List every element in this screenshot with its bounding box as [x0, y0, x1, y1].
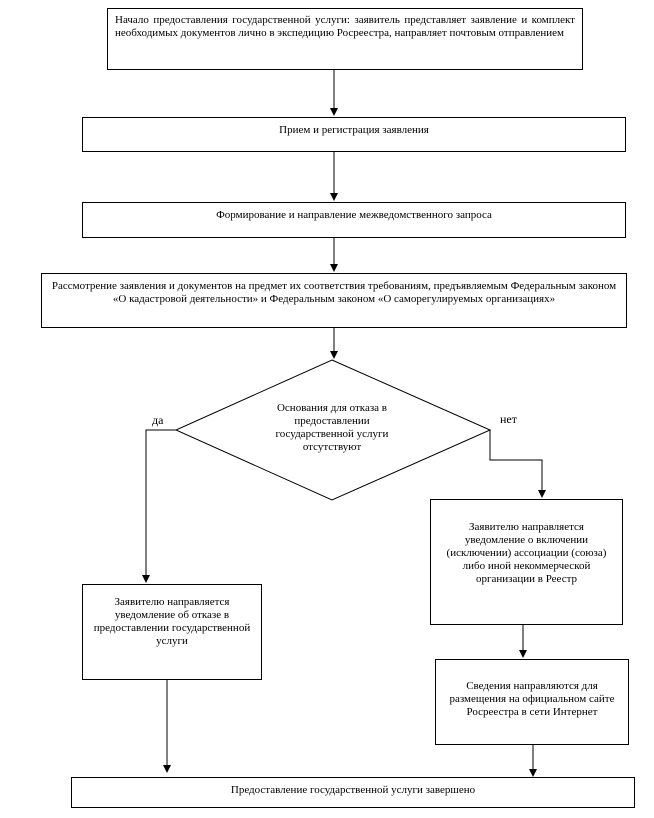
arrow-yes-branch	[142, 429, 176, 583]
receive-box	[82, 117, 626, 152]
notify-text: Заявителю направляется уведомление о вкл…	[446, 521, 607, 585]
yes-label: да	[152, 413, 164, 427]
arrow-no-branch	[489, 430, 546, 498]
end-box	[71, 777, 635, 808]
review-text: Рассмотрение заявления и документов на п…	[51, 280, 617, 305]
refusal-box	[82, 584, 262, 680]
decision-text: Основания для отказа в предоставлении го…	[275, 402, 389, 453]
receive-text: Прием и регистрация заявления	[279, 124, 429, 136]
review-box	[41, 273, 627, 328]
start-text: Начало предоставления государственной ус…	[115, 14, 575, 39]
refusal-text: Заявителю направляется уведомление об от…	[93, 596, 251, 647]
decision-diamond	[174, 359, 492, 501]
end-text: Предоставление государственной услуги за…	[230, 784, 476, 796]
no-label: нет	[500, 412, 517, 426]
notify-box	[430, 499, 623, 625]
publish-text: Сведения направляются для размещения на …	[449, 680, 615, 718]
request-box	[82, 202, 626, 238]
start-box	[107, 8, 583, 70]
request-text: Формирование и направление межведомствен…	[216, 209, 492, 221]
publish-box	[435, 659, 629, 745]
